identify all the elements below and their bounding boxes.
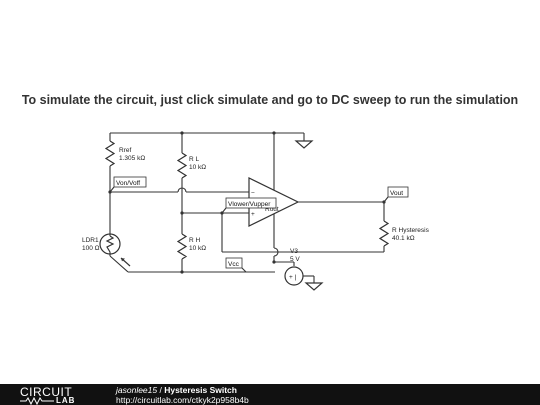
top-ground-symbol <box>294 140 314 149</box>
circuit-url-link[interactable]: http://circuitlab.com/ctkyk2p958b4b <box>116 395 249 405</box>
ldr-ground-wire <box>109 255 129 273</box>
tag-vcc[interactable]: Vcc <box>225 257 247 273</box>
v3-name: V3 <box>290 248 298 255</box>
node-dot <box>272 260 276 264</box>
tag-vlower-vupper-label: Vlower/Vupper <box>228 201 271 208</box>
opamp-label: Rout <box>265 206 279 213</box>
node-dot <box>272 131 276 135</box>
node-dot <box>180 211 184 215</box>
ldr-arrowhead <box>121 258 125 262</box>
tag-vout[interactable]: Vout <box>383 186 409 203</box>
node-dot <box>180 131 184 135</box>
opamp-minus: − <box>251 190 255 197</box>
rl-value: 10 kΩ <box>189 164 206 171</box>
rhyst-name: R Hysteresis <box>392 227 430 234</box>
v3-value: 5 V <box>290 256 300 263</box>
tag-vcc-label: Vcc <box>228 261 240 268</box>
circuit-meta: jasonlee15 / Hysteresis Switch <box>116 385 237 395</box>
v3-ground-symbol <box>304 282 324 291</box>
rhyst-resistor[interactable] <box>378 220 390 247</box>
ldr-resistor <box>105 235 115 253</box>
footer-bar: CIRCUIT LAB jasonlee15 / Hysteresis Swit… <box>0 384 540 405</box>
rhyst-value: 40.1 kΩ <box>392 235 415 242</box>
rref-resistor[interactable] <box>104 140 116 167</box>
rref-value: 1.305 kΩ <box>119 155 145 162</box>
rl-resistor[interactable] <box>176 152 188 179</box>
v3-polarity: + | <box>289 274 297 281</box>
rl-name: R L <box>189 156 200 163</box>
circuitlab-logo-text[interactable]: CIRCUIT <box>20 385 73 399</box>
instruction-text: To simulate the circuit, just click simu… <box>21 93 519 107</box>
tag-von-voff-label: Von/Voff <box>116 180 140 187</box>
author-link[interactable]: jasonlee15 <box>116 385 158 395</box>
rref-name: Rref <box>119 147 131 154</box>
tag-vout-label: Vout <box>390 190 403 197</box>
circuitlab-logo-sub: LAB <box>56 396 76 405</box>
node-dot <box>180 270 184 274</box>
rh-value: 10 kΩ <box>189 245 206 252</box>
ldr-name: LDR1 <box>82 237 99 244</box>
rh-name: R H <box>189 237 201 244</box>
wire-hop <box>177 187 187 193</box>
tag-von-voff[interactable]: Von/Voff <box>109 176 147 193</box>
rh-resistor[interactable] <box>176 233 188 260</box>
tag-vlower-vupper[interactable]: Vlower/Vupper <box>221 197 277 214</box>
circuit-schematic[interactable]: Rref 1.305 kΩ R L 10 kΩ R H 10 kΩ LDR1 1… <box>0 0 540 384</box>
meta-separator: / <box>157 385 165 395</box>
ldr-value: 100 Ω <box>82 245 100 252</box>
opamp-plus: + <box>251 211 255 218</box>
circuit-title[interactable]: Hysteresis Switch <box>164 385 237 395</box>
logo-resistor-icon <box>20 397 54 405</box>
